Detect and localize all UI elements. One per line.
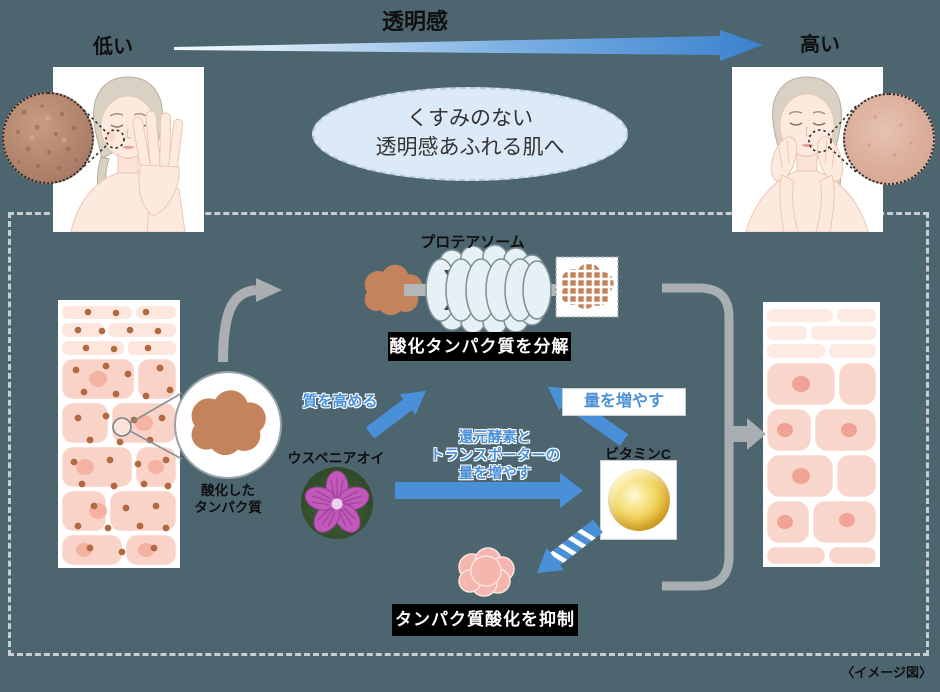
mallow-flower-photo [301,467,373,539]
inhibit-caption: タンパク質酸化を抑制 [392,604,578,636]
clear-skin-texture [867,115,913,157]
mallow-label: ウスベニアオイ [287,450,385,466]
axis-title: 透明感 [381,9,448,34]
vitamin-c-sphere [607,469,670,531]
proteasome-label: プロテアソーム [420,234,525,251]
improve-quality-label: 質を高める [302,393,378,410]
oxidized-protein-label-line1: 酸化した [201,483,255,498]
healthy-skin-cross-section [763,302,880,567]
transporter-note-line2: トランスポーターの [429,448,561,464]
clear-skin-zoom-circle [843,93,935,185]
goal-bubble-line2: 透明感あふれる肌へ [375,136,565,159]
goal-bubble: くすみのない 透明感あふれる肌へ [312,87,628,181]
oxidized-protein-label-line2: タンパク質 [194,500,262,515]
mechanism-section-frame [8,212,929,656]
mallow-flower-illustration [304,470,370,533]
dull-skin-texture [16,104,78,170]
increase-amount-box: 量を増やす [562,388,686,416]
transporter-note-line1: 還元酵素と [458,430,532,446]
oxidized-skin-cross-section [58,300,180,568]
image-note: 〈イメージ図〉 [841,665,932,680]
axis-high-label: 高い [800,34,840,56]
goal-bubble-line1: くすみのない [407,107,533,130]
vitamin-c-photo-box [600,460,677,540]
vitamin-c-label: ビタミンC [604,446,672,462]
increase-amount-label: 量を増やす [583,393,664,410]
clear-face-illustration [745,76,869,232]
dull-skin-zoom-circle [2,92,94,184]
oxidized-protein-label: 酸化した タンパク質 [180,482,276,516]
transporter-note-line3: 量を増やす [458,466,532,482]
transporter-note: 還元酵素と トランスポーターの 量を増やす [415,429,575,483]
decompose-caption: 酸化タンパク質を分解 [388,332,571,361]
axis-low-label: 低い [93,36,133,58]
transparency-gradient-arrow-icon [174,30,763,61]
